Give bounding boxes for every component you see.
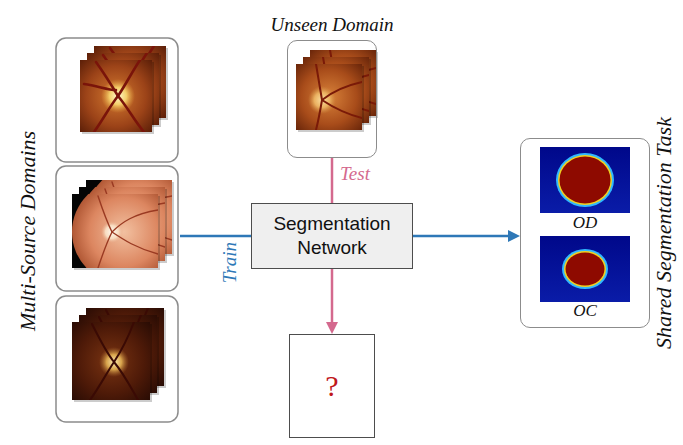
oc-region: [566, 253, 605, 286]
od-map: [540, 147, 630, 213]
group-title: Shared Segmentation Task: [652, 117, 676, 349]
connector-line: [413, 235, 509, 238]
connector: [180, 236, 251, 237]
task-fill: [520, 138, 650, 328]
source-domain-group: Multi-Source Domains: [14, 38, 180, 424]
od-region: [560, 157, 611, 204]
arrowhead: [326, 322, 338, 334]
fundus-image: [80, 60, 152, 132]
od-ring: [558, 155, 612, 205]
od-edge: [556, 153, 614, 207]
arrowhead: [508, 230, 520, 242]
segmentation-maps: [520, 138, 650, 328]
source-domain-box: [56, 296, 178, 422]
oc-map: [540, 236, 630, 302]
connector: [326, 269, 338, 334]
oc-ring: [564, 251, 606, 287]
output-box: ?: [289, 334, 375, 438]
edge-label: Train: [220, 242, 241, 283]
domain-frame: [56, 296, 178, 422]
oc-edge: [562, 249, 608, 289]
source-domain-box: [56, 38, 178, 162]
network-box: Segmentation Network: [251, 203, 413, 269]
domain-frame: [56, 38, 178, 162]
group-title: Multi-Source Domains: [16, 131, 40, 331]
connector: [413, 230, 520, 242]
fundus-image: [72, 322, 150, 400]
fundus-image: [72, 180, 176, 284]
network-label: Segmentation Network: [252, 212, 412, 260]
connector-line: [331, 269, 334, 323]
unseen-domain-box: Unseen Domain: [287, 40, 377, 158]
map-label: OC: [521, 301, 649, 321]
connector-line: [331, 158, 334, 203]
task-box: Shared Segmentation TaskODOC: [520, 138, 650, 328]
map-label: OD: [521, 213, 649, 233]
connector: [332, 158, 333, 203]
domain-fill: [287, 40, 377, 158]
unseen-domain-images: [287, 40, 378, 158]
fundus-image: [296, 64, 362, 130]
box-heading: Unseen Domain: [271, 14, 394, 36]
unknown-mark: ?: [325, 371, 338, 401]
connector-line: [180, 235, 251, 238]
source-domain-box: [56, 166, 190, 291]
edge-label: Test: [340, 164, 370, 185]
